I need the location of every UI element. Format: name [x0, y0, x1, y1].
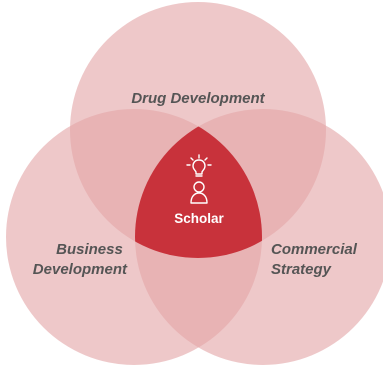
label-commercial-line-2: Strategy	[271, 261, 332, 278]
label-commercial-strategy: Commercial Strategy	[271, 241, 361, 278]
person-icon	[190, 181, 208, 204]
center-label: Scholar	[174, 211, 224, 226]
label-business-development: Business Development	[33, 241, 128, 278]
label-business-line-1: Business	[56, 241, 123, 258]
center-overlap	[135, 109, 262, 258]
label-drug-development: Drug Development	[131, 90, 265, 107]
label-business-line-2: Development	[33, 261, 128, 278]
label-commercial-line-1: Commercial	[271, 241, 358, 258]
lightbulb-icon	[186, 154, 212, 177]
